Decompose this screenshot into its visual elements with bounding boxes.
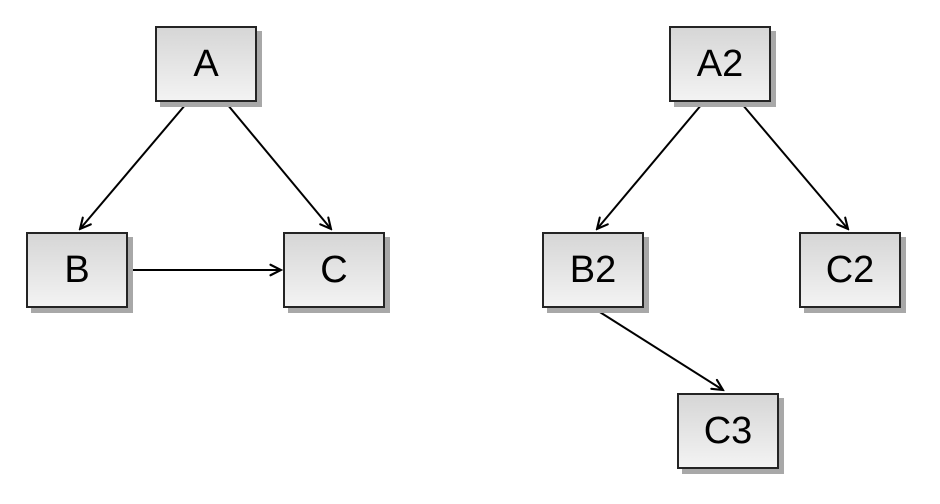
edge-a-to-c xyxy=(226,103,331,229)
node-a[interactable]: A xyxy=(155,26,257,102)
node-c2[interactable]: C2 xyxy=(799,232,901,308)
node-c3[interactable]: C3 xyxy=(677,393,779,469)
edge-a2-to-b2 xyxy=(597,103,703,229)
node-b-label: B xyxy=(64,249,90,291)
node-c[interactable]: C xyxy=(283,232,385,308)
node-c-label: C xyxy=(320,249,348,291)
edge-a2-to-c2 xyxy=(741,103,848,229)
node-a2[interactable]: A2 xyxy=(669,26,771,102)
node-b[interactable]: B xyxy=(26,232,128,308)
node-a-label: A xyxy=(193,43,219,85)
edge-a-to-b xyxy=(80,103,187,229)
node-b2[interactable]: B2 xyxy=(542,232,644,308)
node-c2-label: C2 xyxy=(825,249,875,291)
edge-b2-to-c3 xyxy=(594,308,723,390)
node-c3-label: C3 xyxy=(703,410,753,452)
node-b2-label: B2 xyxy=(569,249,617,291)
node-a2-label: A2 xyxy=(696,43,744,85)
